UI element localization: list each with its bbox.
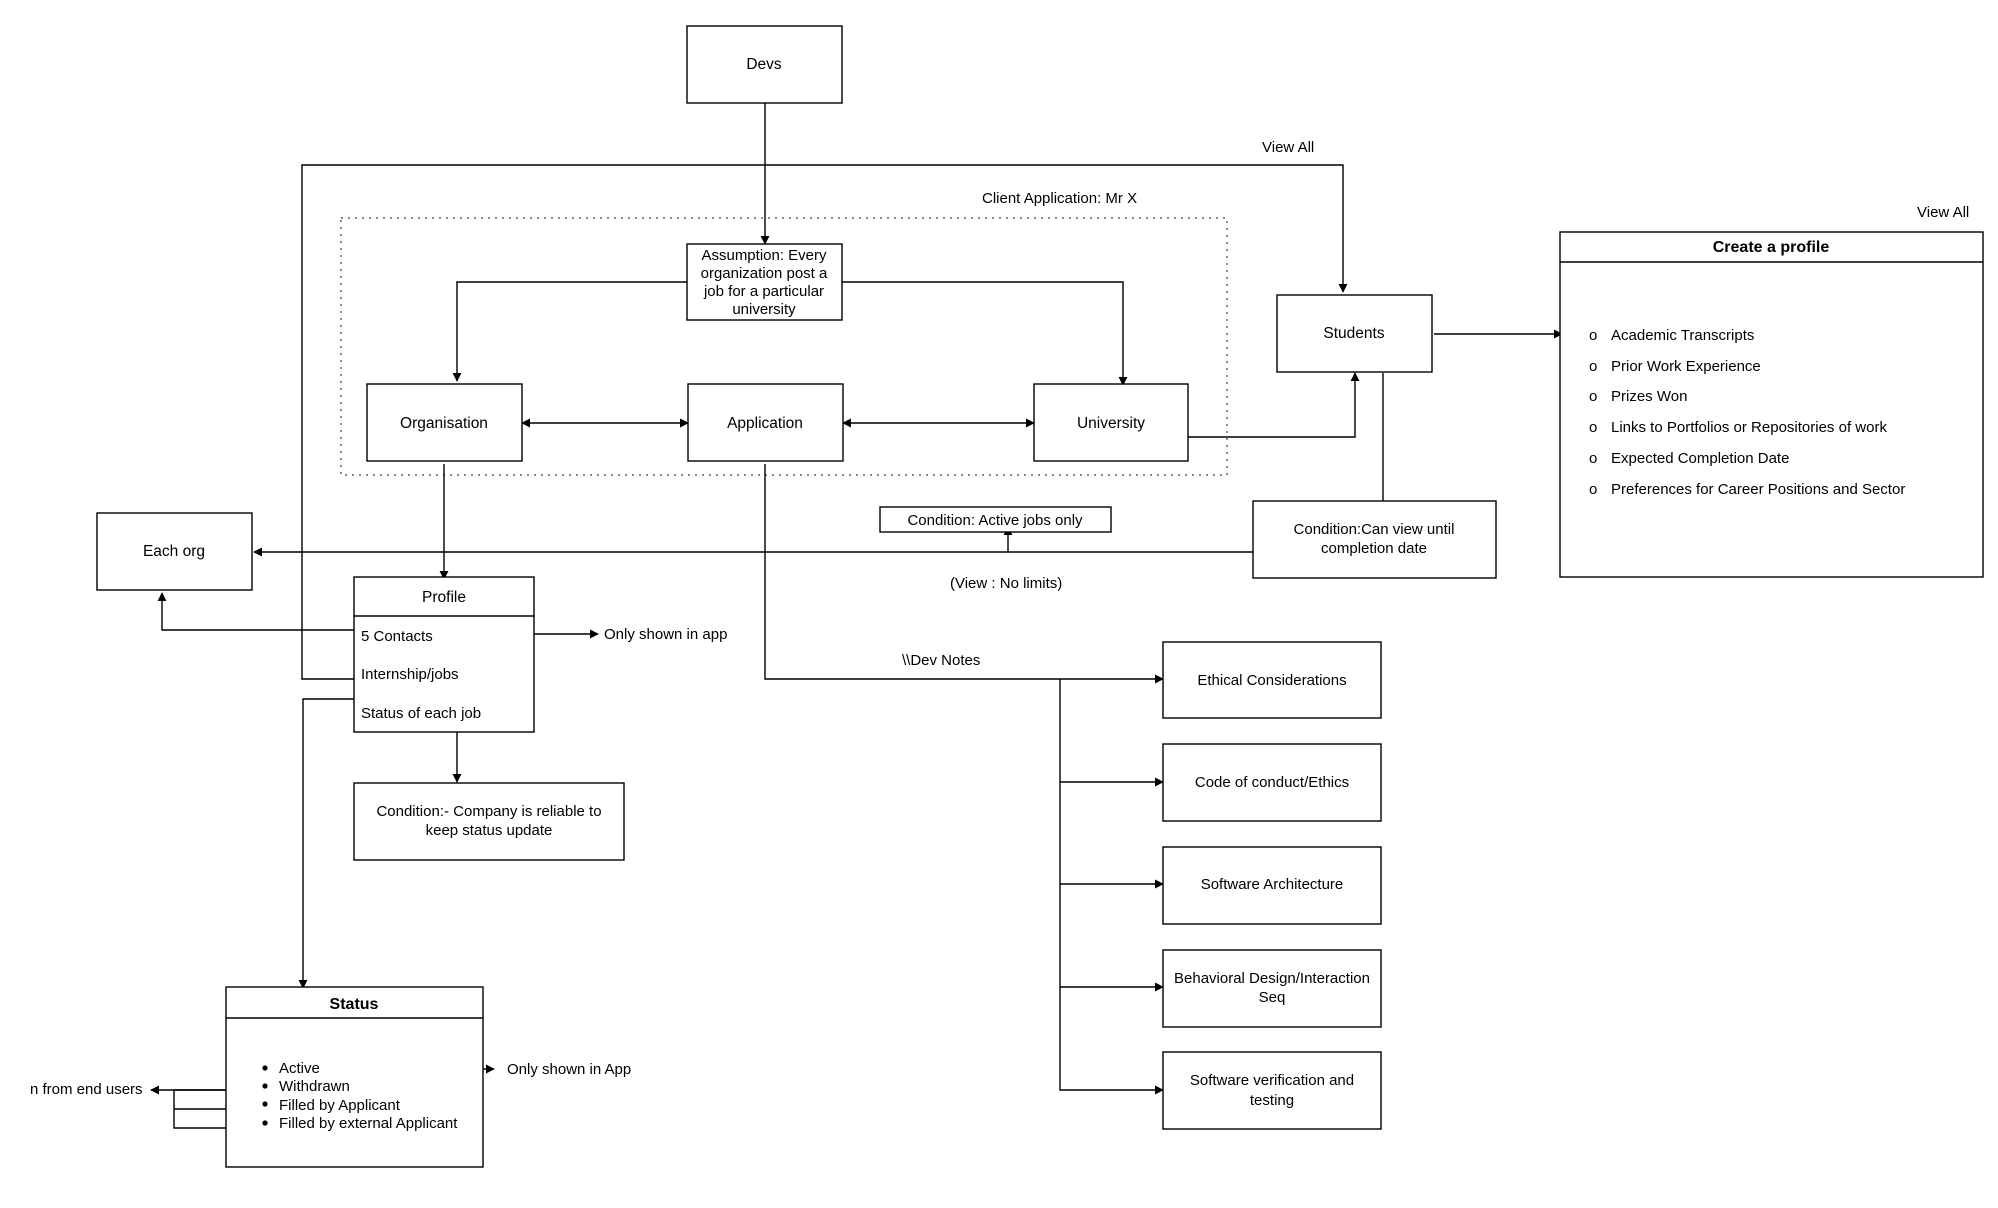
- create-profile-item: Expected Completion Date: [1611, 450, 1789, 467]
- svg-text:testing: testing: [1250, 1092, 1294, 1109]
- edge-assumption-organisation: [452, 281, 687, 382]
- edge-dev-notes-trunk: [1059, 679, 1164, 1095]
- bullet-marker: o: [1589, 419, 1597, 436]
- svg-text:University: University: [1077, 415, 1145, 432]
- profile-row: Status of each job: [361, 705, 481, 722]
- svg-text:Code of conduct/Ethics: Code of conduct/Ethics: [1195, 774, 1349, 791]
- status-title: Status: [330, 996, 379, 1013]
- node-students[interactable]: Students: [1276, 294, 1433, 373]
- svg-text:Assumption: Every: Assumption: Every: [701, 247, 827, 264]
- status-item: Filled by external Applicant: [279, 1115, 458, 1132]
- edge-status-job-status: [298, 698, 354, 989]
- svg-text:Ethical Considerations: Ethical Considerations: [1197, 672, 1346, 689]
- only-shown-in-app-status-label: Only shown in App: [507, 1061, 631, 1078]
- create-profile-item: Preferences for Career Positions and Sec…: [1611, 481, 1905, 498]
- dev-note-behavioral-design[interactable]: Behavioral Design/Interaction Seq: [1162, 949, 1382, 1028]
- bullet-marker: o: [1589, 481, 1597, 498]
- client-application-label: Client Application: Mr X: [982, 190, 1137, 207]
- node-organisation[interactable]: Organisation: [366, 383, 523, 462]
- svg-text:Seq: Seq: [1259, 989, 1286, 1006]
- bullet-marker: o: [1589, 388, 1597, 405]
- svg-text:Software Architecture: Software Architecture: [1201, 876, 1344, 893]
- edge-status-hidden-bracket: [173, 1089, 226, 1129]
- svg-text:Organisation: Organisation: [400, 415, 488, 432]
- create-profile-item: Prizes Won: [1611, 388, 1687, 405]
- node-assumption[interactable]: Assumption: Every organization post a jo…: [686, 243, 843, 321]
- svg-text:Students: Students: [1323, 325, 1384, 342]
- only-shown-in-app-label: Only shown in app: [604, 626, 727, 643]
- bullet-marker: o: [1589, 358, 1597, 375]
- view-all-label: View All: [1262, 139, 1314, 156]
- bullet-marker: o: [1589, 450, 1597, 467]
- svg-text:Devs: Devs: [746, 56, 782, 73]
- svg-text:Condition:Can view until: Condition:Can view until: [1294, 521, 1455, 538]
- bullet-marker: o: [1589, 327, 1597, 344]
- svg-text:keep status update: keep status update: [426, 822, 553, 839]
- view-all-right-label: View All: [1917, 204, 1969, 221]
- svg-text:Behavioral Design/Interaction: Behavioral Design/Interaction: [1174, 970, 1370, 987]
- create-profile-list: o Academic Transcripts o Prior Work Expe…: [1589, 327, 1905, 498]
- node-devs[interactable]: Devs: [686, 25, 843, 104]
- profile-box[interactable]: Profile 5 Contacts Internship/jobs Statu…: [353, 576, 535, 733]
- node-condition-company[interactable]: Condition:- Company is reliable to keep …: [353, 782, 625, 861]
- hidden-from-end-users-label: n from end users: [30, 1081, 143, 1098]
- node-each-org[interactable]: Each org: [96, 512, 253, 591]
- svg-text:Application: Application: [727, 415, 803, 432]
- edge-university-students: [1188, 372, 1360, 438]
- create-profile-item: Academic Transcripts: [1611, 327, 1754, 344]
- dev-notes-label: \\Dev Notes: [902, 652, 980, 669]
- dev-note-code-of-conduct[interactable]: Code of conduct/Ethics: [1162, 743, 1382, 822]
- profile-row: 5 Contacts: [361, 628, 433, 645]
- status-item: Active: [279, 1060, 320, 1077]
- status-box[interactable]: Status Active Withdrawn Filled by Applic…: [225, 986, 484, 1168]
- edge-assumption-university: [842, 281, 1128, 386]
- node-university[interactable]: University: [1033, 383, 1189, 462]
- node-condition-active[interactable]: Condition: Active jobs only: [879, 506, 1112, 533]
- edge-contacts-each-org: [157, 592, 354, 631]
- status-list: Active Withdrawn Filled by Applicant Fil…: [262, 1060, 458, 1132]
- create-profile-item: Prior Work Experience: [1611, 358, 1761, 375]
- dev-note-software-architecture[interactable]: Software Architecture: [1162, 846, 1382, 925]
- status-item: Withdrawn: [279, 1078, 350, 1095]
- view-no-limits-label: (View : No limits): [950, 575, 1062, 592]
- create-profile-title: Create a profile: [1713, 239, 1830, 256]
- svg-text:Each org: Each org: [143, 543, 205, 560]
- svg-text:Software verification and: Software verification and: [1190, 1072, 1354, 1089]
- edge-internship-view-all: [301, 164, 1348, 680]
- dev-note-verification-testing[interactable]: Software verification and testing: [1162, 1051, 1382, 1130]
- create-profile-item: Links to Portfolios or Repositories of w…: [1611, 419, 1887, 436]
- svg-text:university: university: [732, 301, 796, 318]
- svg-text:completion date: completion date: [1321, 540, 1427, 557]
- node-condition-students[interactable]: Condition:Can view until completion date: [1252, 500, 1497, 579]
- profile-title: Profile: [422, 589, 466, 606]
- create-profile-box[interactable]: Create a profile o Academic Transcripts …: [1559, 231, 1984, 578]
- svg-text:Condition: Active jobs only: Condition: Active jobs only: [907, 512, 1083, 529]
- status-item: Filled by Applicant: [279, 1097, 401, 1114]
- profile-row: Internship/jobs: [361, 666, 459, 683]
- node-application[interactable]: Application: [687, 383, 844, 462]
- client-application-boundary: [340, 217, 1228, 476]
- dev-note-ethical[interactable]: Ethical Considerations: [1162, 641, 1382, 719]
- svg-text:organization post a: organization post a: [701, 265, 828, 282]
- edge-application-dev-notes: [764, 464, 1164, 684]
- svg-text:job for a particular: job for a particular: [703, 283, 824, 300]
- svg-text:Condition:- Company is reliabl: Condition:- Company is reliable to: [376, 803, 601, 820]
